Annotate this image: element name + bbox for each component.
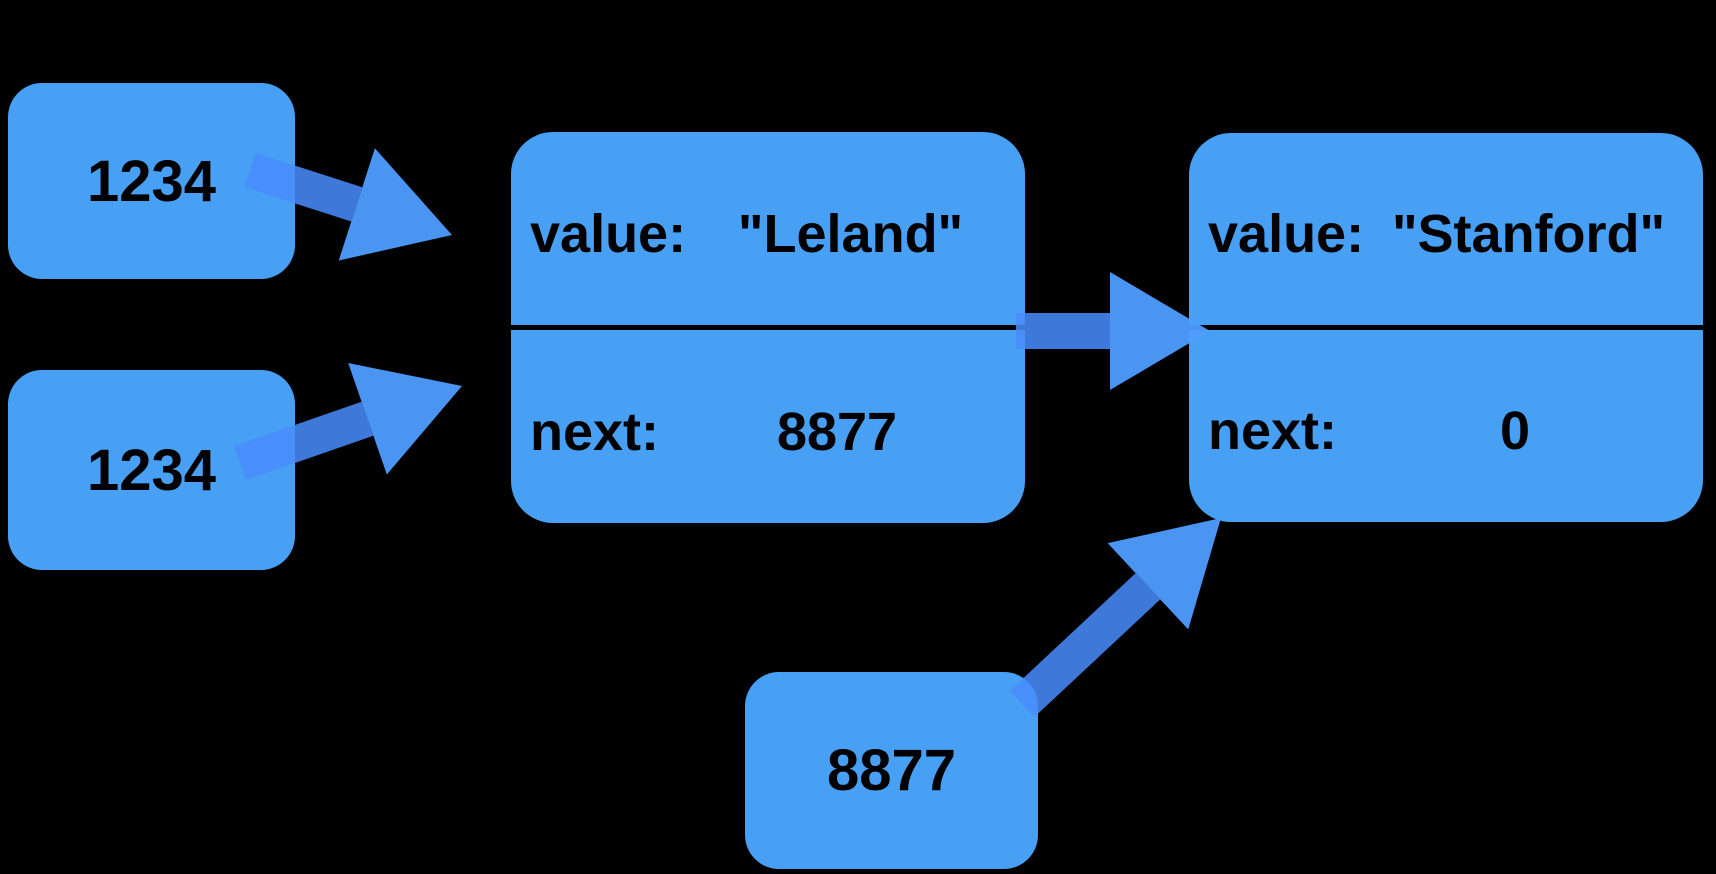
pointer-label: 8877 (826, 738, 957, 803)
node-next-row: next: 8877 (511, 330, 1025, 523)
field-label: next: (530, 401, 660, 462)
node-stanford: value: "Stanford" next: 0 (1189, 133, 1703, 522)
arrow-pointer-8877-to-stanford-node (1009, 518, 1221, 718)
pointer-box-8877: 8877 (745, 672, 1038, 869)
pointer-label: 1234 (86, 148, 217, 214)
field-value: "Leland" (737, 203, 964, 264)
field-value: 8877 (776, 401, 898, 462)
node-leland: value: "Leland" next: 8877 (511, 132, 1025, 523)
node-divider (511, 325, 1025, 330)
arrow-head (338, 148, 452, 261)
node-value-row: value: "Leland" (511, 132, 1025, 325)
field-label: value: (530, 203, 687, 264)
arrow-head (348, 363, 462, 475)
node-value-row: value: "Stanford" (1189, 133, 1703, 325)
field-label: value: (1208, 204, 1365, 264)
node-divider (1189, 325, 1703, 330)
field-value: "Stanford" (1391, 204, 1666, 264)
pointer-label: 1234 (86, 437, 217, 503)
pointer-box-1234-bottom: 1234 (8, 370, 295, 570)
field-label: next: (1208, 401, 1338, 461)
node-next-row: next: 0 (1189, 330, 1703, 522)
pointer-box-1234-top: 1234 (8, 83, 295, 279)
arrow-head (1107, 518, 1221, 630)
arrow-leland-node-next-to-stanford-node (1016, 272, 1210, 390)
field-value: 0 (1499, 401, 1531, 461)
arrow-shaft (1016, 313, 1110, 349)
